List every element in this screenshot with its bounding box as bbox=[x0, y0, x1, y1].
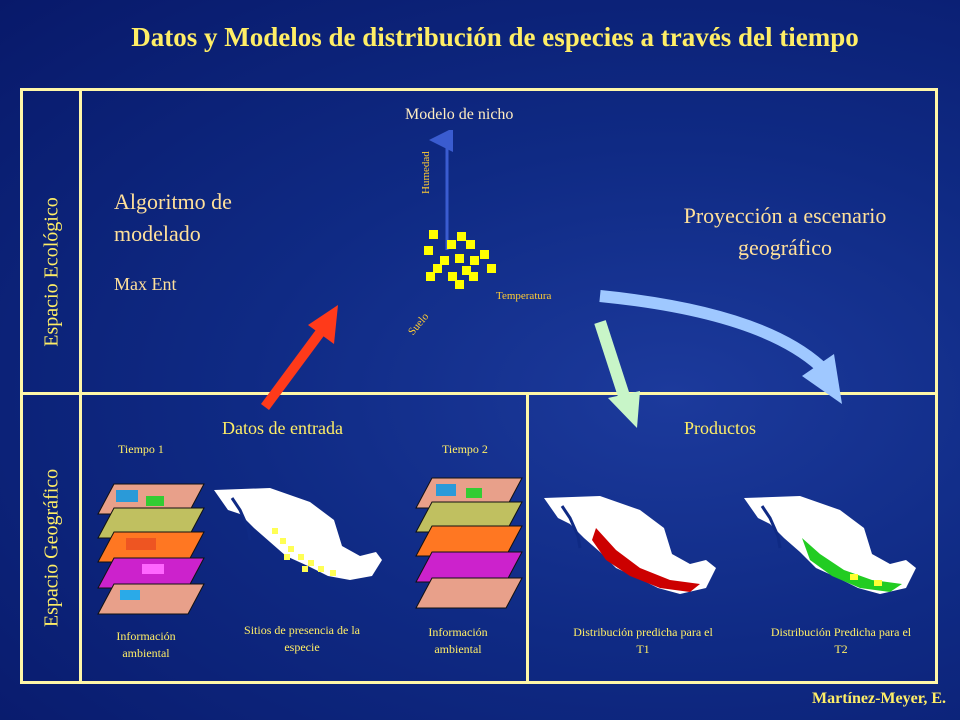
niche-point bbox=[426, 272, 435, 281]
niche-model-title: Modelo de nicho bbox=[405, 106, 514, 123]
niche-point bbox=[466, 240, 475, 249]
time1-label: Tiempo 1 bbox=[118, 442, 164, 456]
time2-label: Tiempo 2 bbox=[442, 442, 488, 456]
inputs-products-divider bbox=[526, 392, 529, 684]
predicted-distribution-t1-map bbox=[544, 496, 716, 594]
niche-point bbox=[457, 232, 466, 241]
predicted-distribution-t2-map bbox=[744, 496, 916, 594]
ecological-geographic-divider bbox=[20, 392, 938, 395]
page-title: Datos y Modelos de distribución de espec… bbox=[131, 22, 859, 52]
algorithm-name: Max Ent bbox=[114, 274, 177, 294]
env-info-t1-label: Información ambiental bbox=[116, 629, 176, 660]
niche-point bbox=[448, 272, 457, 281]
products-title: Productos bbox=[684, 418, 756, 438]
niche-point bbox=[487, 264, 496, 273]
env-info-t2-label: Información ambiental bbox=[428, 625, 488, 656]
inputs-title: Datos de entrada bbox=[222, 418, 343, 438]
niche-point bbox=[455, 254, 464, 263]
projection-to-t2-arrow bbox=[599, 290, 825, 371]
model-to-t1-arrow bbox=[594, 320, 630, 398]
environmental-layers-t1-icon bbox=[97, 483, 205, 615]
presence-map-icon bbox=[214, 488, 382, 580]
niche-point bbox=[480, 250, 489, 259]
projection-label: Proyección a escenario geográfico bbox=[683, 203, 887, 260]
predicted-t1-label: Distribución predicha para el T1 bbox=[573, 625, 713, 656]
niche-point bbox=[429, 230, 438, 239]
presence-sites-label: Sitios de presencia de la especie bbox=[244, 623, 360, 654]
environmental-layers-t2-icon bbox=[415, 477, 523, 609]
niche-point bbox=[424, 246, 433, 255]
side-column-divider bbox=[79, 88, 82, 684]
input-to-model-arrowhead bbox=[308, 305, 338, 344]
projection-to-t2-arrowhead bbox=[802, 354, 842, 404]
niche-point bbox=[469, 272, 478, 281]
algorithm-label: Algoritmo de modelado bbox=[114, 189, 232, 246]
niche-point bbox=[470, 256, 479, 265]
predicted-t2-label: Distribución Predicha para el T2 bbox=[770, 625, 912, 656]
temperature-axis-label: Temperatura bbox=[496, 290, 552, 302]
niche-point bbox=[433, 264, 442, 273]
niche-point bbox=[455, 280, 464, 289]
niche-point bbox=[440, 256, 449, 265]
model-to-t1-arrowhead bbox=[608, 391, 640, 428]
niche-point bbox=[462, 266, 471, 275]
author-credit: Martínez-Meyer, E. bbox=[811, 690, 946, 707]
niche-axes-diagram bbox=[429, 130, 453, 250]
input-to-model-arrow bbox=[260, 327, 327, 410]
diagram-frame bbox=[20, 88, 938, 684]
niche-point bbox=[447, 240, 456, 249]
